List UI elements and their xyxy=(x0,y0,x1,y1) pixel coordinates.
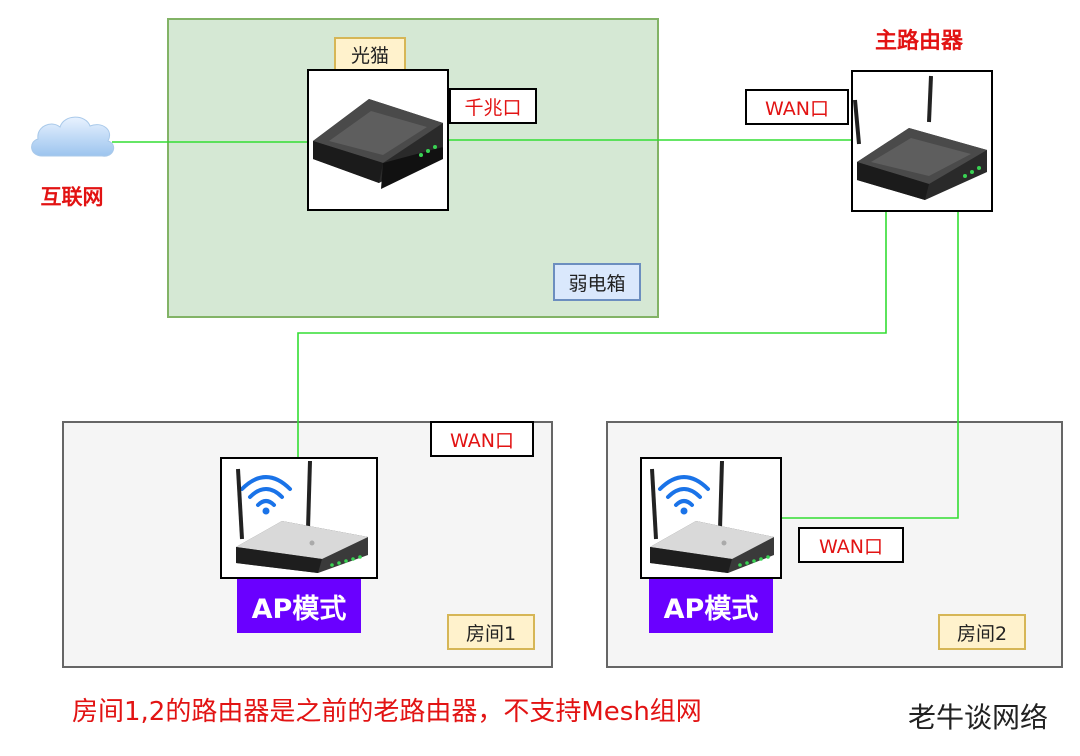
footer-note: 房间1,2的路由器是之前的老路由器，不支持Mesh组网 xyxy=(72,697,702,727)
modem-label: 光猫 xyxy=(334,37,406,71)
room2-router-device-icon xyxy=(650,460,774,573)
room2-ap-mode-badge: AP模式 xyxy=(649,579,773,633)
main-router-label: 主路由器 xyxy=(874,29,963,54)
internet-label: 互联网 xyxy=(40,185,104,209)
room1-router-box xyxy=(220,457,378,579)
room2-wan-label: WAN口 xyxy=(798,527,904,563)
room2-label: 房间2 xyxy=(938,614,1026,650)
modem-device-icon xyxy=(313,99,443,189)
main-router-wan-label: WAN口 xyxy=(745,89,849,125)
room1-label: 房间1 xyxy=(447,614,535,650)
gigabit-port-label: 千兆口 xyxy=(449,88,537,124)
watermark: 老牛谈网络 xyxy=(908,701,1049,734)
cloud-icon xyxy=(28,112,116,162)
modem-box xyxy=(307,69,449,211)
room1-router-device-icon xyxy=(236,460,368,573)
router-to-room2-link xyxy=(780,212,959,519)
room2-router-box xyxy=(640,457,782,579)
wifi-icon xyxy=(658,475,710,507)
main-router-device-icon xyxy=(853,75,987,200)
router-to-room1-link xyxy=(297,212,887,458)
weak-box-label: 弱电箱 xyxy=(553,263,641,301)
wifi-icon xyxy=(240,475,292,507)
main-router-box xyxy=(851,70,993,212)
room1-wan-label: WAN口 xyxy=(430,421,534,457)
room1-ap-mode-badge: AP模式 xyxy=(237,579,361,633)
